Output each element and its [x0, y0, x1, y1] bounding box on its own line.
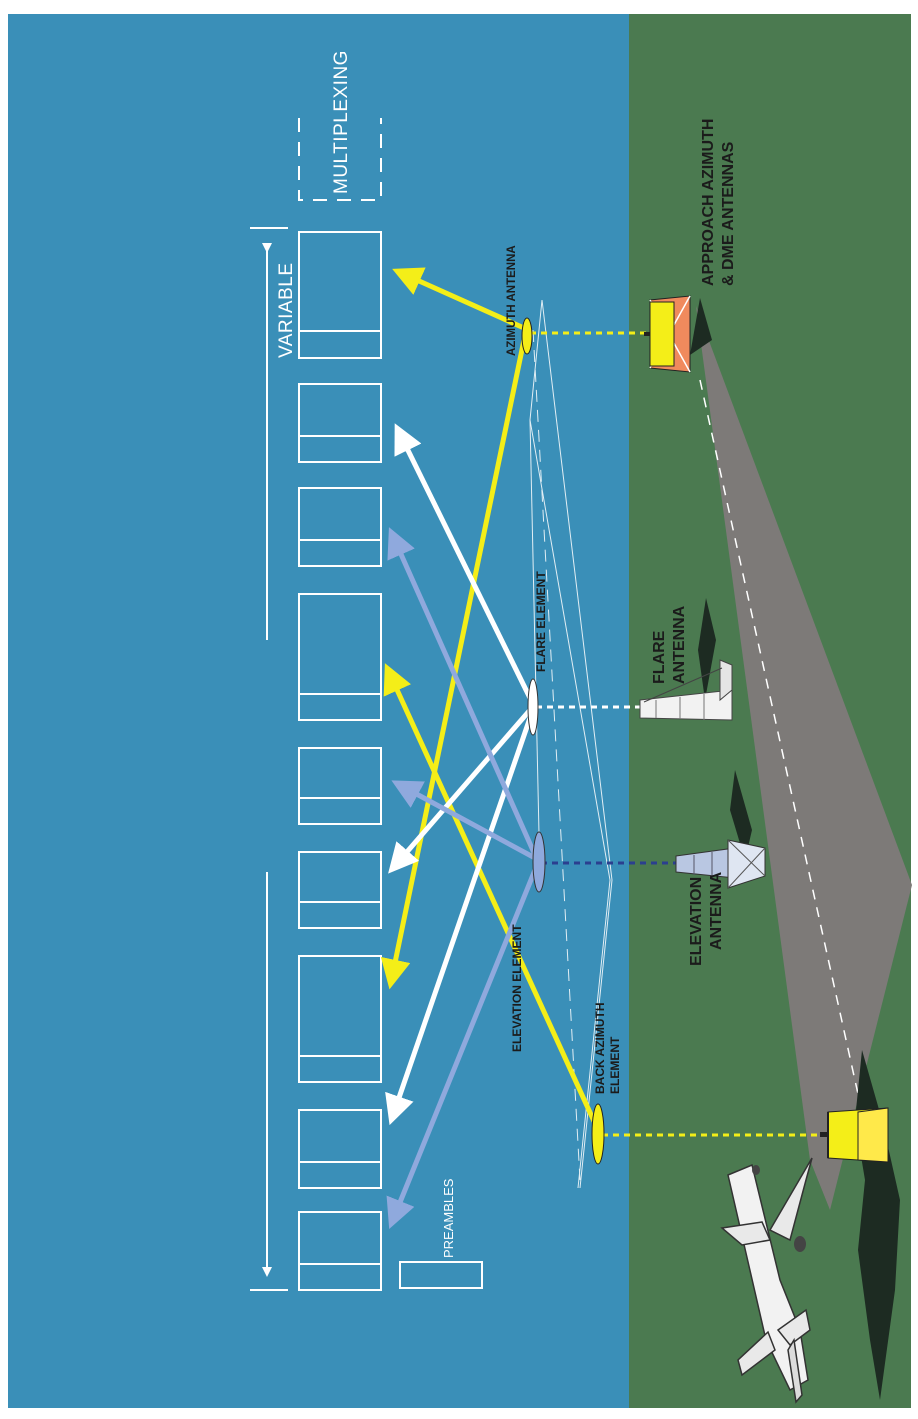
azimuth-antenna-label: AZIMUTH ANTENNA	[506, 245, 518, 356]
flare-arrow-down	[385, 717, 533, 1126]
elevation-antenna-label-line2: ANTENNA	[708, 871, 725, 950]
frame-box-7	[298, 955, 382, 1083]
aircraft	[720, 1157, 813, 1404]
sky-area	[8, 14, 629, 1408]
flare-antenna-label-line1: FLARE	[651, 630, 668, 684]
back-azimuth-label-line2: ELEMENT	[608, 1036, 622, 1094]
frame-box-5	[298, 747, 382, 825]
back-azimuth-label-line1: BACK AZIMUTH	[593, 1002, 607, 1094]
frame-box-6	[298, 851, 382, 929]
azimuth-arrow-top	[392, 267, 526, 331]
flare-element-label: FLARE ELEMENT	[534, 571, 548, 672]
frame-box-4	[298, 593, 382, 721]
flare-antenna-label-line2: ANTENNA	[671, 605, 688, 684]
frame-box-2	[298, 383, 382, 463]
elevation-element-ellipse	[532, 831, 546, 893]
flare-antenna-graphic	[639, 659, 733, 721]
approach-antennas-label-line1: APPROACH AZIMUTH	[700, 119, 717, 286]
approach-azimuth-antenna-graphic	[644, 295, 691, 373]
elevation-antenna-graphic	[675, 839, 766, 889]
frame-box-1	[298, 231, 382, 359]
flare-signal-arrows	[385, 423, 533, 1126]
time-frame-boxes	[298, 231, 382, 1291]
back-azimuth-element-ellipse	[591, 1103, 605, 1165]
runway-centerline	[699, 379, 867, 1131]
elevation-arrow-up	[387, 527, 538, 857]
multiplexing-label: MULTIPLEXING	[331, 50, 352, 194]
azimuth-element-ellipse	[521, 317, 533, 355]
scan-coverage-outline	[529, 299, 613, 1189]
multiplexing-box	[298, 118, 382, 201]
elevation-arrow-down	[386, 869, 538, 1229]
flare-arrow-mid	[388, 708, 532, 874]
flare-arrow-up	[394, 423, 533, 700]
back-azimuth-arrow	[383, 663, 601, 1132]
tree-shadow-flare	[698, 598, 716, 700]
back-azimuth-antenna-graphic	[820, 1107, 889, 1163]
runway	[696, 306, 912, 1210]
elevation-signal-arrows	[386, 527, 538, 1229]
tree-shadow-elevation	[730, 770, 752, 860]
approach-antennas-label-line2: & DME ANTENNAS	[720, 141, 737, 286]
frame-box-8	[298, 1109, 382, 1189]
elevation-antenna-label-line1: ELEVATION	[688, 877, 705, 966]
preambles-label: PREAMBLES	[441, 1178, 456, 1258]
elevation-arrow-mid	[391, 780, 537, 861]
variable-label: VARIABLE	[276, 262, 297, 358]
variable-timeline	[250, 227, 288, 1291]
azimuth-arrow-down	[380, 339, 527, 990]
elevation-element-label: ELEVATION ELEMENT	[510, 924, 524, 1052]
frame-box-9	[298, 1211, 382, 1291]
flare-element-ellipse	[527, 678, 539, 736]
tree-shadow-top	[690, 298, 712, 355]
preamble-key-box	[399, 1261, 483, 1289]
frame-box-3	[298, 487, 382, 567]
azimuth-signal-arrows	[380, 267, 601, 1132]
